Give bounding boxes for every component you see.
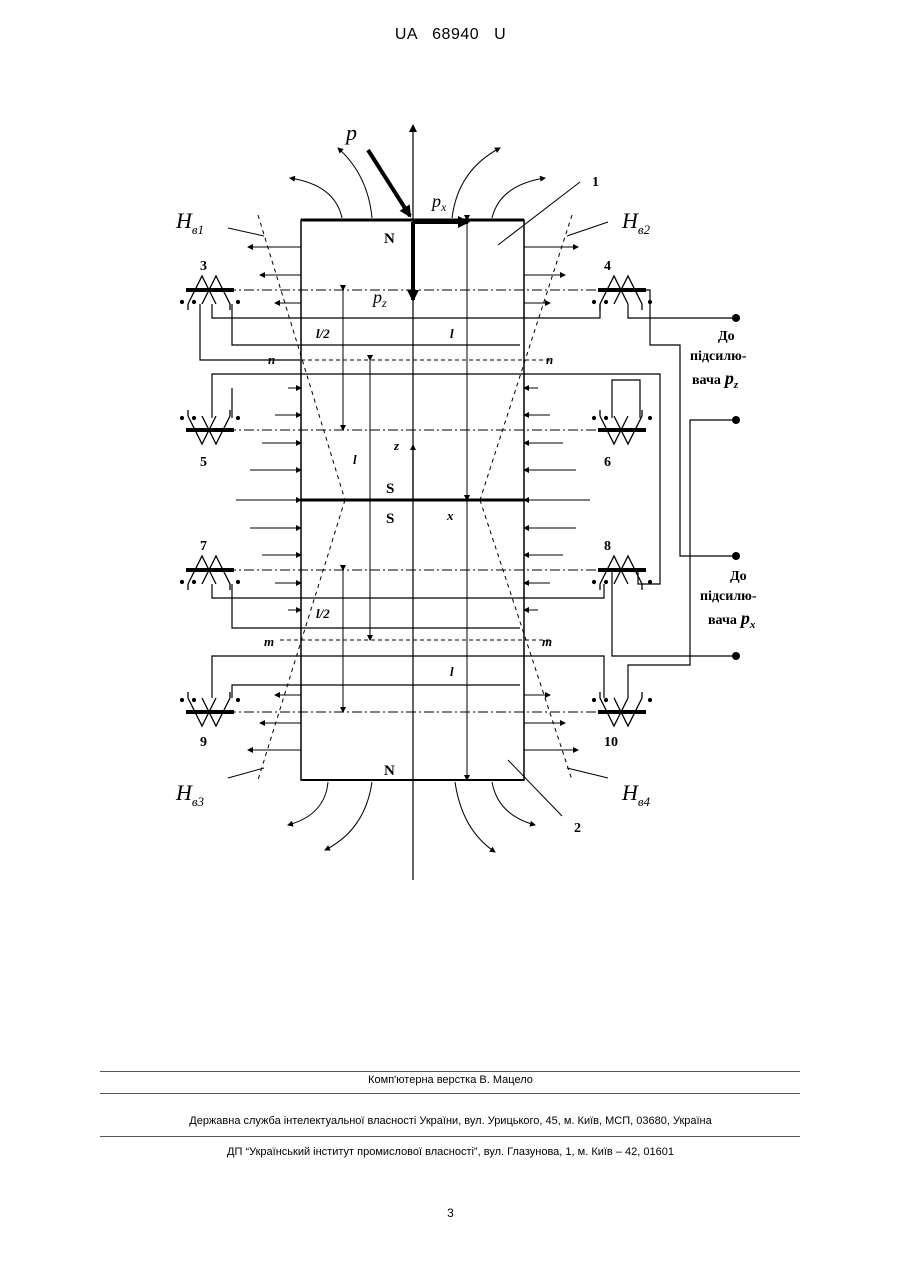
- coil-sensor: [592, 410, 651, 444]
- amplifier-z-label: До підсилю- вачаpz: [690, 329, 747, 391]
- coil-sensor: [180, 410, 239, 444]
- svg-text:підсилю-: підсилю-: [700, 589, 757, 604]
- svg-text:вачаpx: вачаpx: [708, 608, 756, 631]
- px-label: px: [430, 191, 447, 214]
- pole-label: N: [384, 763, 395, 779]
- svg-text:підсилю-: підсилю-: [690, 349, 747, 364]
- h-label-3: Hв3: [175, 780, 205, 809]
- coil-sensor: [180, 692, 239, 726]
- coil-sensor: [592, 556, 651, 590]
- pole-label: N: [384, 231, 395, 247]
- coil-sensor: [592, 692, 651, 726]
- dim-l: l: [353, 452, 357, 467]
- part-number: 4: [604, 259, 611, 274]
- wiring: [200, 290, 736, 698]
- h-label-4: Hв4: [621, 780, 651, 809]
- footer-rule: [100, 1071, 800, 1072]
- h-label-2: Hв2: [621, 208, 651, 237]
- part-number: 10: [604, 735, 618, 750]
- coil-sensor: [180, 276, 239, 310]
- amplifier-x-label: До підсилю- вачаpx: [700, 569, 757, 631]
- line-n-label: n: [546, 352, 553, 367]
- coil-sensor: [180, 556, 239, 590]
- force-vectors: [368, 150, 468, 300]
- line-m-label: m: [264, 634, 274, 649]
- coil-sensor: [592, 276, 651, 310]
- footer-rule: [100, 1136, 800, 1137]
- footer-agency: Державна служба інтелектуальної власност…: [0, 1115, 901, 1127]
- force-label: p: [344, 120, 357, 145]
- part-number: 1: [592, 175, 599, 190]
- terminals: [732, 314, 740, 660]
- h-label-1: Hв1: [175, 208, 204, 237]
- footer-rule: [100, 1093, 800, 1094]
- part-number: 6: [604, 455, 611, 470]
- part-number: 5: [200, 455, 207, 470]
- pole-label: S: [386, 481, 394, 497]
- pole-label: S: [386, 511, 394, 527]
- part-number: 2: [574, 821, 581, 836]
- footer-institute: ДП “Український інститут промислової вла…: [0, 1146, 901, 1158]
- svg-text:До: До: [718, 329, 735, 344]
- part-number: 7: [200, 539, 207, 554]
- line-m-label: m: [542, 634, 552, 649]
- line-n-label: n: [268, 352, 275, 367]
- part-number: 3: [200, 259, 207, 274]
- footer-layout-credit: Комп'ютерна верстка В. Мацело: [0, 1074, 901, 1086]
- dim-l: l: [450, 664, 454, 679]
- part-number: 8: [604, 539, 611, 554]
- page-number: 3: [0, 1206, 901, 1220]
- axis-z-label: z: [393, 438, 400, 453]
- axis-x-label: x: [446, 508, 454, 523]
- dim-half-l: l/2: [316, 606, 330, 621]
- part-number: 9: [200, 735, 207, 750]
- svg-text:вачаpz: вачаpz: [692, 368, 739, 391]
- dim-l: l: [450, 326, 454, 341]
- svg-text:До: До: [730, 569, 747, 584]
- dim-half-l: l/2: [316, 326, 330, 341]
